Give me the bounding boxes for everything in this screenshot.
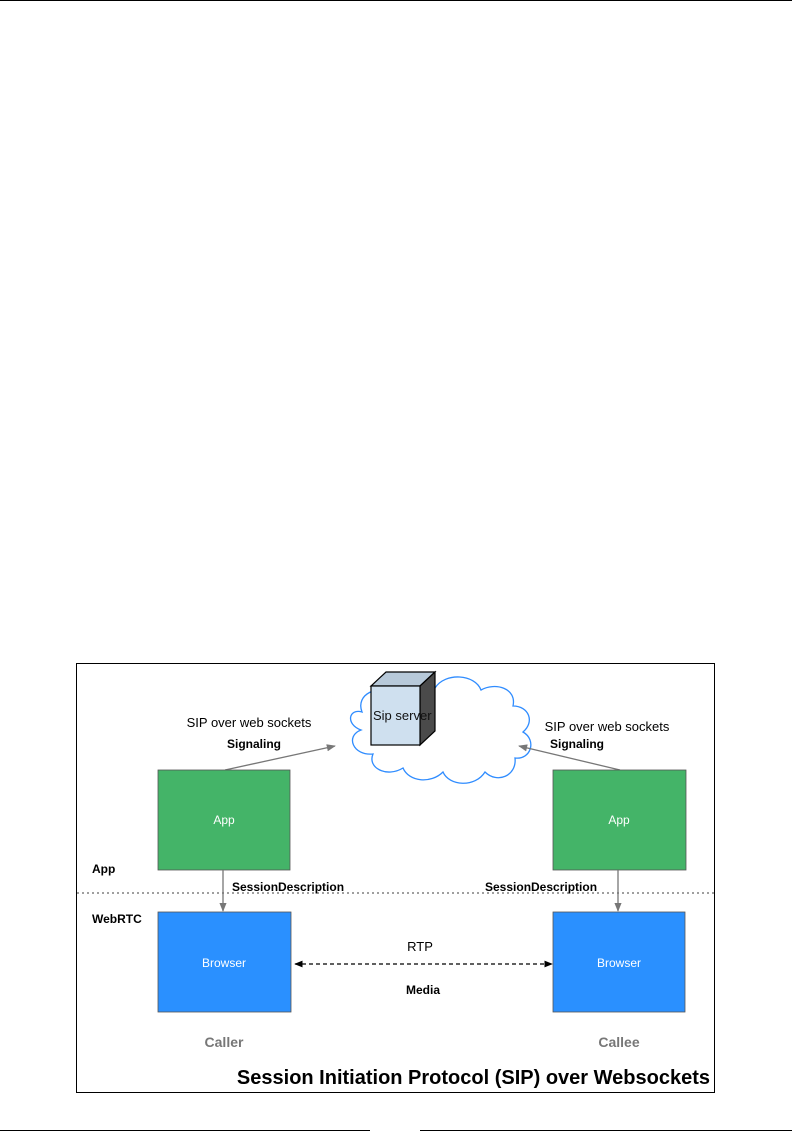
right-app-box [552, 769, 687, 871]
left-signaling-arrow [224, 744, 336, 771]
left-session-label: SessionDescription [232, 880, 344, 894]
right-transport-label: SIP over web sockets [545, 719, 670, 734]
right-browser-box [552, 911, 686, 1013]
left-app-box [157, 769, 291, 871]
right-signaling-arrow [518, 744, 621, 771]
top-page-rule [0, 0, 792, 1]
left-browser-label: Browser [202, 956, 246, 970]
right-app-label: App [608, 813, 630, 827]
left-signaling-label: Signaling [227, 737, 281, 751]
app-layer-label: App [92, 862, 115, 876]
callee-label: Callee [598, 1034, 639, 1050]
rtp-label: RTP [407, 939, 433, 954]
caller-label: Caller [205, 1034, 244, 1050]
sip-diagram-canvas: Sip server SIP over web sockets Signalin… [77, 670, 716, 1089]
left-transport-label: SIP over web sockets [187, 715, 312, 730]
left-app-label: App [213, 813, 235, 827]
right-browser-label: Browser [597, 956, 641, 970]
right-signaling-label: Signaling [550, 737, 604, 751]
sip-diagram-figure: Sip server SIP over web sockets Signalin… [76, 663, 716, 1093]
bottom-rule-right [420, 1130, 792, 1131]
bottom-rule-left [0, 1130, 370, 1131]
sip-server-label: Sip server [373, 708, 432, 723]
diagram-title: Session Initiation Protocol (SIP) over W… [237, 1067, 710, 1089]
webrtc-layer-label: WebRTC [92, 912, 142, 926]
media-label: Media [406, 983, 440, 997]
right-session-label: SessionDescription [485, 880, 597, 894]
left-browser-box [157, 911, 292, 1013]
sip-server-cube [369, 670, 437, 747]
